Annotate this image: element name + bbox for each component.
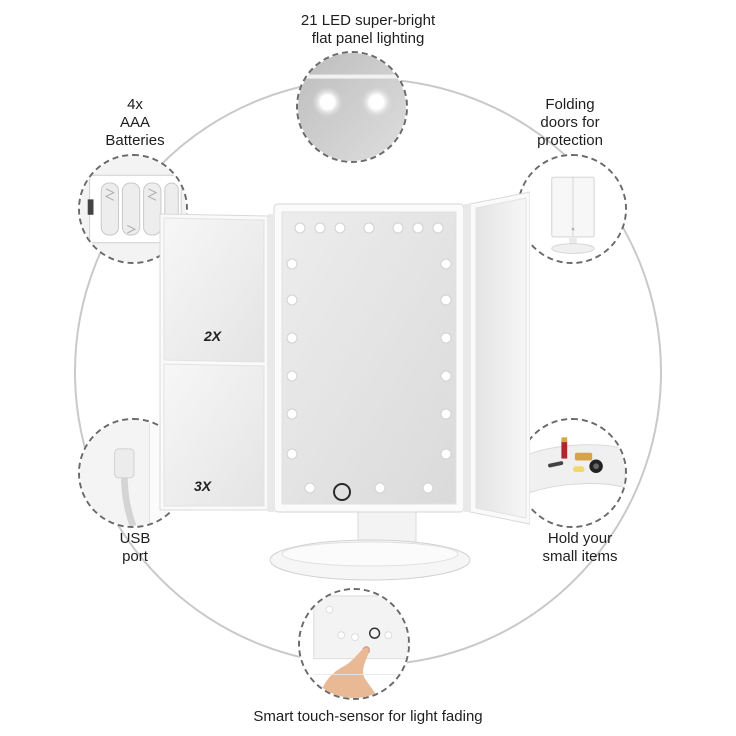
batteries-label: 4x AAA Batteries	[105, 96, 165, 149]
touch-callout	[298, 588, 410, 700]
led-label: 21 LED super-bright flat panel lighting	[300, 12, 436, 47]
vanity-mirror-illustration	[159, 191, 530, 581]
led-callout	[296, 51, 408, 163]
storage-base-icon	[519, 420, 625, 526]
folding-label: Folding doors for protection	[537, 96, 603, 149]
storage-label: Hold your small items	[542, 530, 618, 565]
vanity-mirror: 2X 3X	[150, 188, 530, 588]
folded-mirror-icon: ✕	[519, 156, 625, 262]
led-lights-icon	[298, 53, 406, 161]
touch-label: Smart touch-sensor for light fading	[253, 708, 483, 725]
magnification-3x-label: 3X	[194, 478, 212, 494]
storage-callout	[517, 418, 627, 528]
svg-text:✕: ✕	[571, 227, 575, 233]
usb-label: USB port	[119, 530, 151, 565]
folding-callout: ✕	[517, 154, 627, 264]
touch-sensor-icon	[300, 590, 408, 698]
magnification-2x-label: 2X	[204, 328, 222, 344]
